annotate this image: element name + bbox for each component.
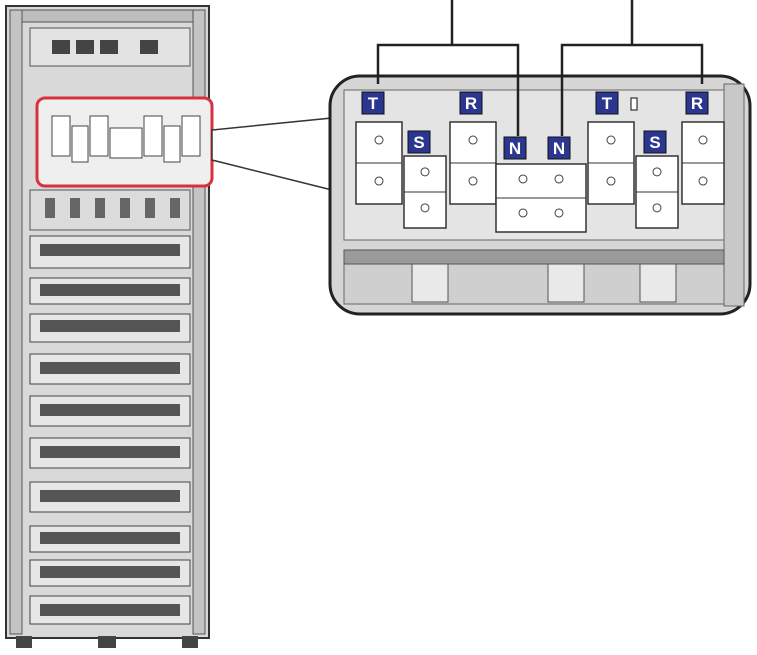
terminal-bolt (554, 208, 564, 218)
terminal-label-text: R (465, 94, 477, 113)
terminal-bolt (420, 203, 430, 213)
terminal-label-r: R (685, 91, 709, 115)
terminal-label-text: R (691, 94, 703, 113)
terminal-label-n: N (547, 136, 571, 160)
terminal-bolt (652, 167, 662, 177)
terminal-label-t: T (361, 91, 385, 115)
terminal-bolt (554, 174, 564, 184)
terminal-bolt (374, 135, 384, 145)
terminal-label-badge (643, 130, 667, 154)
terminal-bolt (420, 167, 430, 177)
terminal-label-text: S (649, 133, 660, 152)
cable-bay-parts (45, 198, 180, 218)
terminal-label-badge (503, 136, 527, 160)
terminal-label-text: T (368, 94, 379, 113)
terminal-bolt (698, 176, 708, 186)
terminal-label-s: S (643, 130, 667, 154)
terminal-label-badge (547, 136, 571, 160)
terminal-labels: T S R N N T S R (361, 91, 709, 160)
zoom-panel-right-rail (723, 83, 745, 307)
terminal-label-badge (685, 91, 709, 115)
terminal-bolt (374, 176, 384, 186)
terminal-bolt (468, 135, 478, 145)
power-modules (29, 235, 191, 625)
top-breakers (52, 40, 158, 54)
terminal-bolt (698, 135, 708, 145)
terminal-label-text: S (413, 133, 424, 152)
terminal-label-badge (595, 91, 619, 115)
lower-cable-blocks (411, 263, 677, 303)
terminal-label-text: N (509, 139, 521, 158)
terminal-label-badge (407, 130, 431, 154)
terminal-bolt (518, 174, 528, 184)
terminal-bolt (606, 135, 616, 145)
terminal-label-t: T (595, 91, 619, 115)
indicator-light (630, 97, 638, 111)
terminal-label-text: T (602, 94, 613, 113)
mini-terminals (51, 115, 201, 163)
cabinet-top-bar (21, 9, 194, 23)
cable-brackets (376, 0, 704, 136)
cabinet (5, 5, 214, 648)
terminal-blocks (355, 121, 725, 233)
terminal-bolt (606, 176, 616, 186)
cable-bay (29, 189, 191, 231)
terminal-bolt (518, 208, 528, 218)
terminal-label-badge (459, 91, 483, 115)
terminal-label-r: R (459, 91, 483, 115)
terminal-label-n: N (503, 136, 527, 160)
terminal-label-s: S (407, 130, 431, 154)
cabinet-frame-left (9, 9, 23, 635)
terminal-bolt (468, 176, 478, 186)
terminal-bolt (652, 203, 662, 213)
zoom-panel-strip (343, 249, 725, 265)
terminal-label-badge (361, 91, 385, 115)
cabinet-feet (16, 636, 198, 648)
terminal-label-text: N (553, 139, 565, 158)
callout-connector (211, 117, 333, 191)
